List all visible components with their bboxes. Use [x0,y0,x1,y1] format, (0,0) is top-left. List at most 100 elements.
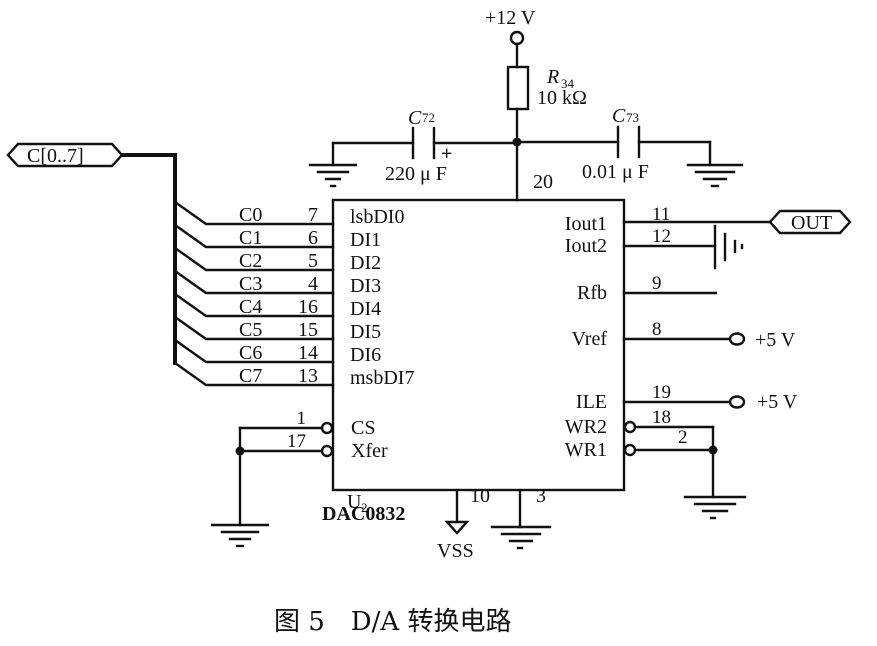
pin-name: CS [351,417,375,439]
pin-number: 8 [652,319,662,340]
c72-name: C [408,107,422,129]
ground-symbol [683,495,747,520]
pin-3-label: 3 [536,485,546,507]
pin-name: msbDI7 [350,367,414,389]
vcc-terminal: +12 V [485,7,536,69]
bus-line: C0 7 lsbDI0 [173,194,404,228]
c73-name: C [612,105,626,127]
net-label: C1 [239,227,262,249]
chip-ref-sub: 2 [361,500,368,515]
bus-wire [173,217,335,249]
bus-wire [173,332,335,364]
bus-wire [173,309,335,341]
output-label: OUT [791,212,832,234]
vref-supply-label: +5 V [755,329,796,351]
pin-name: Iout2 [565,235,607,257]
output-port: OUT [622,209,852,235]
pin-number: 19 [652,382,671,403]
net-label: C6 [239,342,262,364]
ile-supply-label: +5 V [757,391,798,413]
bus-label: C[0..7] [27,145,84,167]
ground-symbol [210,523,270,548]
junction-dot [708,445,718,455]
pin-number: 7 [308,204,318,226]
pin-number: 9 [652,273,662,294]
wr2-inverting-bubble [623,420,637,434]
net-label: C7 [239,365,262,387]
pin-name: ILE [576,391,607,413]
pin-number: 18 [652,407,671,428]
vss-symbol [444,520,470,535]
bus-line: C6 14 DI6 [173,332,381,366]
vcc-terminal-circle [509,30,525,46]
c73-value: 0.01 μ F [582,161,649,183]
pin-number: 16 [298,296,318,318]
pin-10-label: 10 [470,485,490,507]
control-pin: 1 CS [238,408,375,439]
chip-part: DAC0832 [322,503,405,525]
pin-20-label: 20 [533,171,553,193]
ground-symbol [686,163,744,188]
right-pin: WR1 [565,439,607,461]
pin-number: 13 [298,365,318,387]
inverting-bubble [320,444,334,458]
bus-line: C7 13 msbDI7 [173,355,414,389]
pin-name: Vref [572,328,608,350]
c73-sub: 73 [626,110,639,125]
bus-wire [173,355,335,387]
inverting-bubble [320,421,334,435]
pin-number: 14 [298,342,318,364]
resistor-r34: R 34 10 kΩ [506,65,587,202]
bus-wire [173,263,335,295]
pin-number: 1 [297,408,307,429]
ground-symbol [308,163,358,188]
pin-name: DI1 [350,229,381,251]
pin-number: 11 [652,204,670,225]
resistor-body [506,65,530,111]
pin-name: DI4 [350,298,381,320]
pin-number: 15 [298,319,318,341]
ile-terminal [728,395,746,409]
ground-symbol [490,525,552,550]
bus-port: C[0..7] [6,142,177,365]
vcc-label: +12 V [485,7,536,29]
pin-name: lsbDI0 [350,206,404,228]
bus-trunk [122,153,177,365]
capacitor-c73: C 73 0.01 μ F [515,105,712,183]
figure-caption: 图 5 D/A 转换电路 [274,607,511,637]
right-pin: Iout2 12 [565,226,671,257]
net-label: C0 [239,204,262,226]
resistor-name: R [546,66,559,88]
right-pin: Rfb 9 [577,273,662,304]
bus-wire [173,286,335,318]
pin-number: 5 [308,250,318,272]
right-pin: Vref 8 [572,319,662,350]
capacitor-c72: C 72 + 220 μ F [331,107,519,185]
pin-name: DI3 [350,275,381,297]
pin-name: WR1 [565,439,607,461]
pin-name: DI5 [350,321,381,343]
dac0832-chip [331,198,626,492]
right-pin: WR2 18 [565,407,671,438]
bus-wire [173,240,335,272]
pin-name: Rfb [577,282,607,304]
vss-label: VSS [437,540,474,562]
chip-ref: U [347,491,362,513]
output-port-shape [768,209,852,235]
junction-dot [235,446,245,456]
pin-2-label: 2 [678,427,688,448]
pin-name: WR2 [565,416,607,438]
net-label: C3 [239,273,262,295]
c72-sub: 72 [422,110,435,125]
pin-number: 12 [652,226,671,247]
pin-name: DI6 [350,344,381,366]
resistor-sub: 34 [561,76,575,91]
pin-name: DI2 [350,252,381,274]
